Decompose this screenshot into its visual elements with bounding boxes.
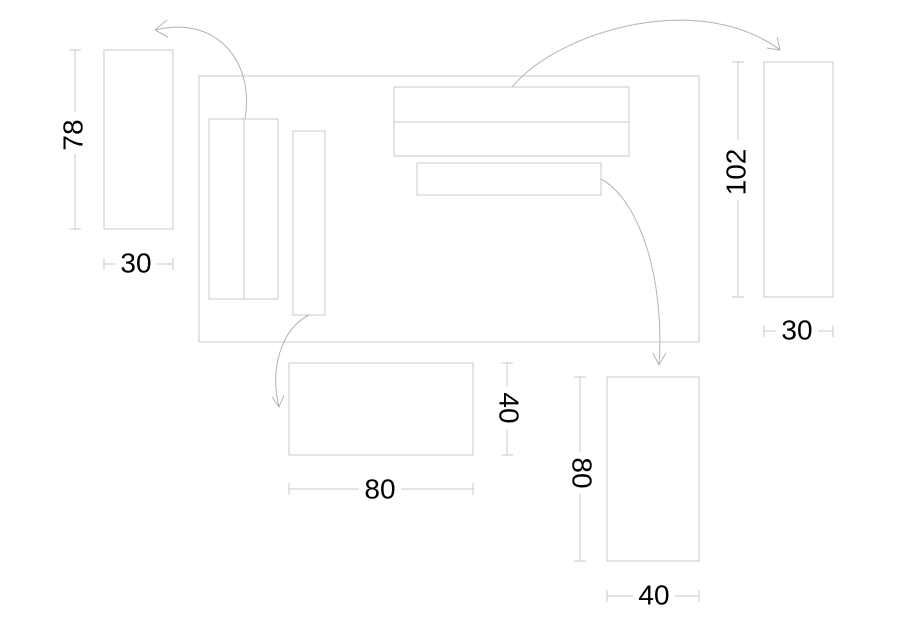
piece-wide: [288, 362, 474, 456]
sheet-part-top-a: [393, 86, 630, 123]
sheet-part-bar: [416, 162, 602, 196]
dim-left-height-label: 78: [57, 119, 88, 150]
dim-tall-height-label: 80: [567, 457, 598, 488]
sheet-part-left-a: [208, 118, 245, 300]
dim-right-width-mask: [776, 315, 818, 347]
dim-tall-height-mask: [563, 452, 597, 494]
dim-wide-height-mask: [490, 387, 524, 429]
dim-tall-width-mask: [633, 580, 675, 612]
dim-left-width-mask: [115, 248, 157, 280]
sheet-part-top-b: [393, 121, 630, 157]
dim-tall-width-label: 40: [638, 579, 669, 610]
dim-wide-width-mask: [359, 473, 401, 505]
dim-wide-height-label: 40: [494, 392, 525, 423]
arrow-to-left-panel: [154, 26, 247, 120]
arrowhead-right-panel: [766, 36, 781, 51]
dim-right-width-label: 30: [781, 314, 812, 345]
piece-left-panel: [103, 49, 174, 230]
piece-right-panel: [763, 61, 834, 298]
arrowhead-left-panel: [154, 19, 169, 38]
dim-wide-width-label: 80: [364, 473, 395, 504]
dim-right-height-mask: [721, 140, 755, 200]
arrow-to-wide-piece: [275, 314, 310, 408]
dim-left-width-label: 30: [120, 247, 151, 278]
piece-tall: [606, 376, 700, 562]
arrow-to-tall-piece: [600, 178, 661, 366]
sheet-part-strip: [292, 130, 326, 316]
dim-right-height-label: 102: [720, 149, 751, 196]
arrow-to-right-panel: [511, 19, 781, 88]
sheet-part-left-b: [243, 118, 279, 300]
arrowhead-wide-piece: [271, 394, 285, 409]
arrowhead-tall-piece: [652, 352, 667, 367]
dim-left-height-mask: [58, 112, 92, 154]
